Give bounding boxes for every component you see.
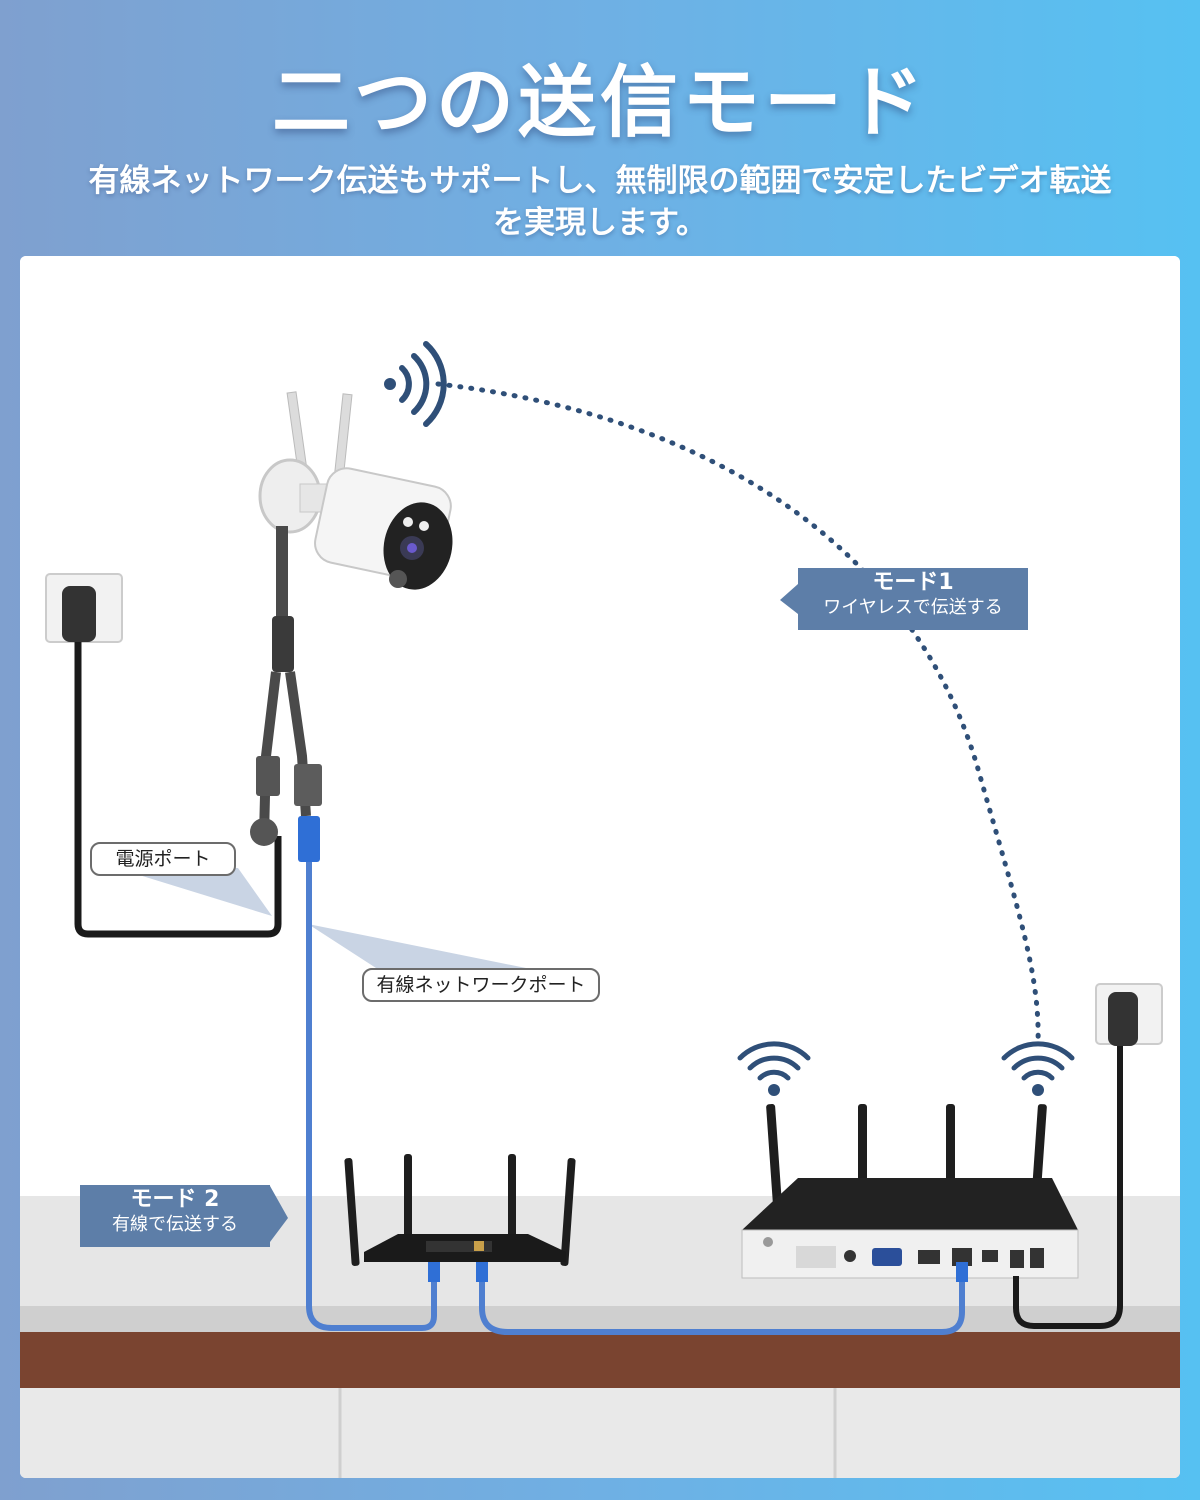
wall [20, 256, 1180, 1196]
power-cable-left [74, 642, 282, 938]
nvr [741, 1103, 1079, 1279]
mode2-title: モード 2 [130, 1187, 220, 1212]
router-rj45-plug [476, 1262, 488, 1282]
wood-strip [20, 1332, 1180, 1388]
mode1-label: モード1 ワイヤレスで伝送する [798, 568, 1028, 630]
cable-junction [272, 616, 294, 672]
network-cable-router-nvr [479, 1266, 965, 1335]
mode2-pointer [270, 1186, 288, 1242]
nvr-rj45-plug [956, 1262, 968, 1282]
header: 二つの送信モード 有線ネットワーク伝送もサポートし、無制限の範囲で安定したビデオ… [0, 0, 1200, 250]
network-port-label: 有線ネットワークポート [362, 968, 600, 1002]
diagram-panel: モード1 ワイヤレスで伝送する モード 2 有線で伝送する 電源ポート 有線ネッ… [20, 256, 1180, 1478]
wifi-icon [1001, 1041, 1075, 1096]
cabinet [20, 1388, 1180, 1478]
power-port-label: 電源ポート [90, 842, 236, 876]
diagram-scene [20, 256, 1180, 1478]
power-outlet-icon [45, 573, 123, 643]
power-connector-cap [250, 818, 278, 846]
power-outlet-icon [1095, 983, 1163, 1046]
mode2-description: 有線で伝送する [112, 1214, 238, 1235]
mode1-title: モード1 [872, 570, 954, 595]
power-connector [256, 756, 280, 796]
router [344, 1154, 576, 1266]
power-cable-right [1013, 1036, 1123, 1329]
page-title: 二つの送信モード [271, 58, 928, 148]
wifi-signal-icon [384, 341, 447, 427]
mode2-label: モード 2 有線で伝送する [80, 1185, 270, 1247]
power-port-pointer [110, 866, 272, 916]
mode1-pointer [780, 584, 798, 614]
network-port-pointer [308, 924, 526, 968]
mode1-description: ワイヤレスで伝送する [823, 597, 1003, 618]
table-edge [20, 1306, 1180, 1332]
network-cable-camera-router [306, 862, 437, 1331]
page-subtitle: 有線ネットワーク伝送もサポートし、無制限の範囲で安定したビデオ転送を実現します。 [88, 163, 1112, 241]
wifi-icon [737, 1041, 811, 1096]
network-connector [294, 764, 322, 806]
rj45-plug [298, 816, 320, 862]
router-rj45-plug [428, 1262, 440, 1282]
wireless-link-line [435, 381, 1041, 1047]
camera [258, 391, 453, 590]
